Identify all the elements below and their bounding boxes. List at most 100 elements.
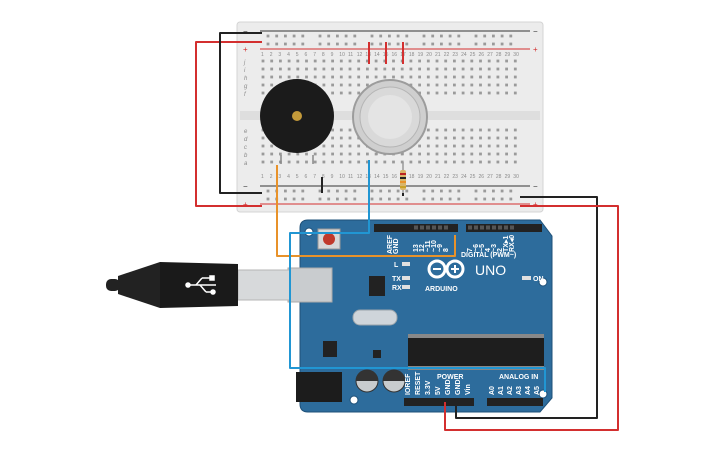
- rail-hole: [318, 197, 322, 201]
- power-jack[interactable]: [296, 372, 342, 402]
- row-letter: i: [244, 68, 246, 74]
- rail-hole: [318, 189, 322, 193]
- breadboard-hole: [331, 75, 334, 79]
- breadboard-hole: [444, 160, 448, 164]
- breadboard-hole: [453, 83, 456, 87]
- breadboard-hole: [418, 152, 421, 156]
- breadboard-column-numbers: 1122334455667788991010111112121313141415…: [261, 52, 519, 180]
- wire-orange-buzzer-signal[interactable]: [276, 165, 456, 257]
- breadboard-hole: [453, 144, 456, 148]
- breadboard-hole: [461, 75, 465, 79]
- resistor[interactable]: [400, 162, 406, 196]
- digital-pin-socket[interactable]: [426, 225, 430, 230]
- breadboard-hole: [261, 83, 265, 87]
- wire-blue-sensor-signal[interactable]: [289, 160, 546, 392]
- digital-pin-socket[interactable]: [420, 225, 424, 230]
- digital-pin-socket[interactable]: [480, 225, 484, 230]
- wire-red-right-rail-5v[interactable]: [444, 205, 619, 431]
- column-number: 5: [296, 174, 299, 180]
- breadboard-hole: [409, 160, 413, 164]
- digital-pin-socket[interactable]: [486, 225, 490, 230]
- column-number: 1: [261, 174, 264, 180]
- row-letter: a: [244, 161, 248, 167]
- rail-hole: [500, 42, 504, 46]
- rail-hole: [509, 34, 513, 38]
- rail-hole: [388, 197, 391, 201]
- breadboard-hole: [479, 144, 482, 148]
- rail-hole: [301, 34, 305, 38]
- breadboard-hole: [426, 152, 430, 156]
- row-letter: f: [244, 92, 247, 98]
- column-number: 5: [296, 52, 299, 58]
- digital-pin-socket[interactable]: [432, 225, 436, 230]
- wire-black-left-rail[interactable]: [219, 32, 262, 194]
- led-tx: [402, 276, 410, 280]
- breadboard-hole: [270, 75, 274, 79]
- breadboard-hole: [496, 91, 500, 95]
- column-number: 26: [479, 174, 485, 180]
- usb-cable[interactable]: [106, 262, 333, 308]
- breadboard-hole: [453, 128, 456, 132]
- digital-pin-socket[interactable]: [492, 225, 496, 230]
- breadboard-hole: [444, 144, 448, 148]
- power-pin-label: Vin: [465, 384, 472, 395]
- led-rx-label: RX: [392, 285, 402, 292]
- rail-hole: [336, 42, 339, 46]
- breadboard-hole: [479, 136, 482, 140]
- digital-pin-socket[interactable]: [510, 225, 514, 230]
- breadboard-hole: [409, 83, 413, 87]
- column-number: 23: [452, 174, 458, 180]
- column-number: 21: [435, 52, 441, 58]
- mount-hole: [538, 277, 548, 287]
- breadboard-hole: [418, 160, 421, 164]
- rail-hole: [292, 42, 296, 46]
- rail-hole: [388, 42, 391, 46]
- wire-black-right-rail-gnd[interactable]: [455, 196, 598, 419]
- gas-sensor[interactable]: [352, 79, 428, 155]
- column-number: 10: [339, 174, 345, 180]
- rail-minus-tl: −: [243, 27, 248, 36]
- breadboard-hole: [339, 136, 343, 140]
- digital-pin-socket[interactable]: [474, 225, 478, 230]
- breadboard-hole: [366, 67, 369, 71]
- digital-pin-socket[interactable]: [468, 225, 472, 230]
- digital-pin-socket[interactable]: [504, 225, 508, 230]
- rail-hole: [422, 197, 426, 201]
- breadboard-hole: [496, 59, 500, 63]
- column-number: 24: [461, 174, 467, 180]
- rail-hole: [440, 197, 443, 201]
- breadboard-hole: [296, 59, 300, 63]
- breadboard-hole: [418, 83, 421, 87]
- column-number: 20: [426, 174, 432, 180]
- breadboard-hole: [339, 59, 343, 63]
- breadboard-hole: [400, 75, 404, 79]
- rail-hole: [353, 34, 357, 38]
- power-pin-label: GND: [455, 379, 462, 395]
- rail-hole: [396, 197, 400, 201]
- breadboard-hole: [479, 59, 482, 63]
- breadboard-hole: [487, 67, 491, 71]
- rail-hole: [344, 34, 348, 38]
- digital-pin-socket[interactable]: [444, 225, 448, 230]
- breadboard-hole: [374, 152, 378, 156]
- digital-pin-socket[interactable]: [438, 225, 442, 230]
- rail-hole: [344, 189, 348, 193]
- breadboard-hole: [392, 160, 395, 164]
- breadboard-hole: [496, 152, 500, 156]
- rail-hole: [344, 197, 348, 201]
- column-number: 10: [339, 52, 345, 58]
- rail-hole: [483, 189, 487, 193]
- piezo-buzzer[interactable]: [260, 79, 334, 164]
- breadboard-hole: [348, 152, 352, 156]
- breadboard-hole: [470, 67, 474, 71]
- digital-pin-label: ~3: [491, 244, 498, 252]
- usb-strain-relief: [118, 262, 160, 308]
- rail-hole: [492, 189, 495, 193]
- breadboard-hole: [426, 144, 430, 148]
- breadboard-hole: [374, 67, 378, 71]
- digital-pin-socket[interactable]: [498, 225, 502, 230]
- digital-pin-socket[interactable]: [414, 225, 418, 230]
- wire-red-left-rail[interactable]: [195, 41, 262, 207]
- breadboard-hole: [322, 59, 326, 63]
